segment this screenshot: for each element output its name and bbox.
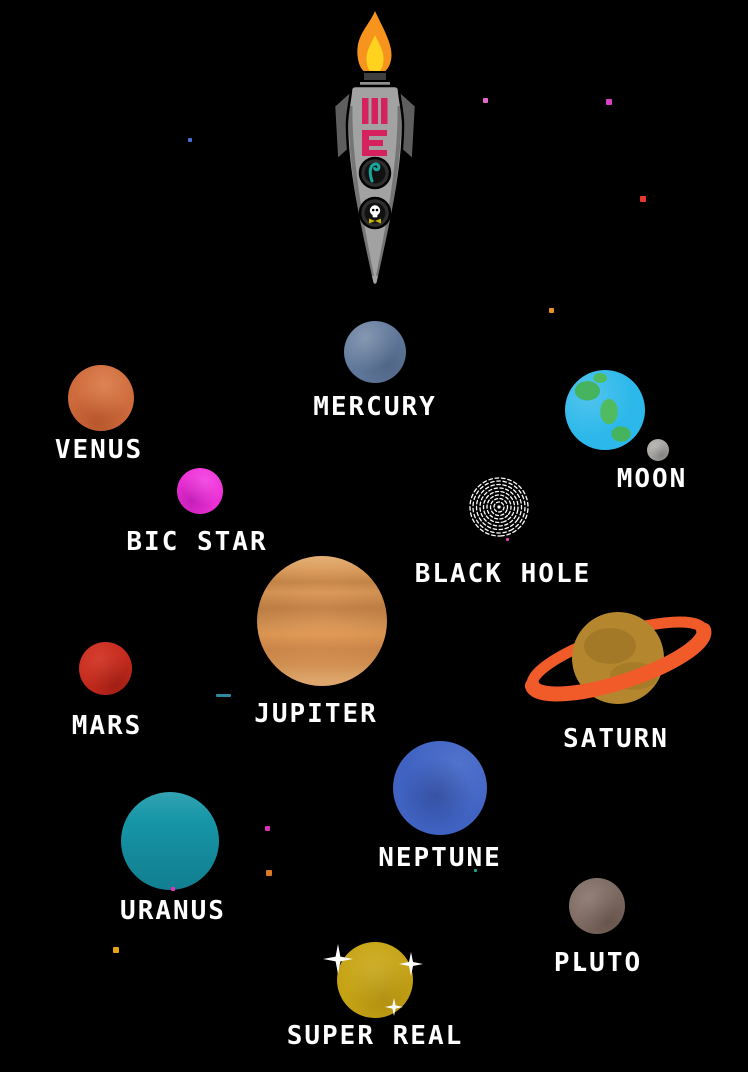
black-hole-spiral-icon <box>469 477 529 537</box>
star-dot <box>216 694 231 697</box>
black-hole-label: BLACK HOLE <box>414 559 592 589</box>
star-dot <box>483 98 488 103</box>
skull-icon <box>369 205 381 218</box>
venus-sphere <box>68 365 134 431</box>
uranus-sphere <box>121 792 219 890</box>
uranus-label: URANUS <box>120 896 226 926</box>
porthole-squiggle <box>358 156 392 190</box>
sparkle-icon <box>385 998 403 1016</box>
bic-star-sphere <box>177 468 223 514</box>
star-dot <box>640 196 646 202</box>
star-dot <box>506 538 509 541</box>
saturn-ring-front <box>524 622 712 702</box>
venus-label: VENUS <box>54 435 144 465</box>
earth-sphere <box>565 370 645 450</box>
body-shade-right <box>376 105 402 277</box>
mars-sphere <box>79 642 132 695</box>
mars-label: MARS <box>71 711 143 741</box>
star-dot <box>549 308 554 313</box>
sparkle-icon <box>399 952 423 976</box>
star-dot <box>113 947 119 953</box>
moon-label: MOON <box>616 464 688 494</box>
star-dot <box>578 966 581 969</box>
star-dot <box>474 869 477 872</box>
saturn-sphere <box>524 612 712 704</box>
porthole-skull <box>358 196 392 230</box>
super-real-sphere <box>337 942 413 1018</box>
star-dot <box>265 826 270 831</box>
star-dot <box>266 870 272 876</box>
neptune-label: NEPTUNE <box>378 843 502 873</box>
star-dot <box>171 887 175 891</box>
star-dot <box>188 138 192 142</box>
bic-star-label: BIC STAR <box>126 527 268 557</box>
jupiter-label: JUPITER <box>254 699 378 729</box>
mercury-sphere <box>344 321 406 383</box>
pluto-label: PLUTO <box>553 948 643 978</box>
neptune-sphere <box>393 741 487 835</box>
bic-rocket-lighter <box>332 11 418 287</box>
brand-logo <box>362 98 388 156</box>
mercury-label: MERCURY <box>313 392 437 422</box>
body-shade-left <box>348 105 374 277</box>
sparkle-icon <box>323 944 353 974</box>
flame-icon <box>357 11 392 76</box>
jupiter-sphere <box>257 556 387 686</box>
star-dot <box>606 99 612 105</box>
pluto-sphere <box>569 878 625 934</box>
super-real-label: SUPER REAL <box>286 1021 464 1051</box>
saturn-label: SATURN <box>563 724 669 754</box>
squiggle-icon <box>368 162 381 183</box>
moon-sphere <box>647 439 669 461</box>
bowtie-icon <box>369 218 381 224</box>
